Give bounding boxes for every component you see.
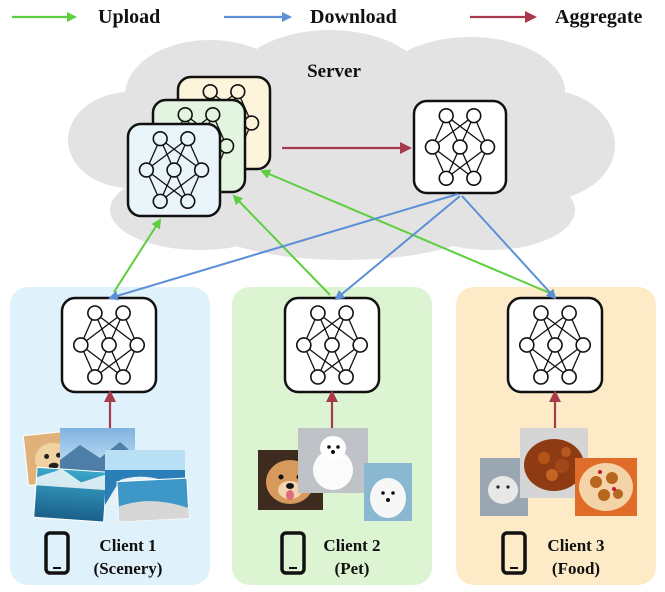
client-2-images bbox=[258, 428, 412, 521]
client-3-name: Client 3 bbox=[547, 536, 604, 555]
download-arrow-client-3 bbox=[461, 195, 557, 300]
server-model-stack-front bbox=[126, 122, 222, 218]
scenery-photo bbox=[33, 466, 108, 523]
legend-upload-label: Upload bbox=[98, 6, 160, 28]
food-photo bbox=[575, 458, 637, 516]
aggregated-server-model bbox=[412, 99, 508, 195]
smartphone-icon bbox=[501, 531, 527, 575]
pet-photo bbox=[298, 428, 368, 493]
scenery-photo bbox=[116, 477, 190, 523]
legend-upload: Upload bbox=[12, 6, 160, 28]
pet-photo bbox=[364, 463, 412, 521]
client-3-images bbox=[480, 428, 637, 516]
client-1-name: Client 1 bbox=[99, 536, 156, 555]
legend-download-label: Download bbox=[310, 6, 397, 28]
legend: Upload Download Aggregate bbox=[12, 6, 642, 28]
client-2-model bbox=[283, 296, 381, 394]
legend-download: Download bbox=[224, 6, 397, 28]
client-2-category: (Pet) bbox=[335, 559, 370, 578]
client-1-model bbox=[60, 296, 158, 394]
smartphone-icon bbox=[44, 531, 70, 575]
legend-aggregate-label: Aggregate bbox=[555, 6, 642, 28]
client-3-model bbox=[506, 296, 604, 394]
upload-arrow-client-3 bbox=[260, 169, 553, 295]
smartphone-icon bbox=[280, 531, 306, 575]
upload-arrow-client-2 bbox=[232, 194, 331, 296]
client-3-category: (Food) bbox=[552, 559, 600, 578]
client-1-label: Client 1 (Scenery) bbox=[44, 531, 163, 578]
models bbox=[60, 75, 604, 394]
client-1-category: (Scenery) bbox=[94, 559, 163, 578]
download-arrow-client-2 bbox=[334, 195, 461, 301]
client-1-images bbox=[22, 427, 190, 523]
download-arrow-client-1 bbox=[108, 193, 459, 301]
client-2-label: Client 2 (Pet) bbox=[280, 531, 381, 578]
upload-arrow-client-1 bbox=[113, 218, 162, 293]
legend-aggregate: Aggregate bbox=[470, 6, 642, 28]
client-3-label: Client 3 (Food) bbox=[501, 531, 605, 578]
server-label: Server bbox=[307, 61, 361, 82]
client-2-name: Client 2 bbox=[323, 536, 380, 555]
